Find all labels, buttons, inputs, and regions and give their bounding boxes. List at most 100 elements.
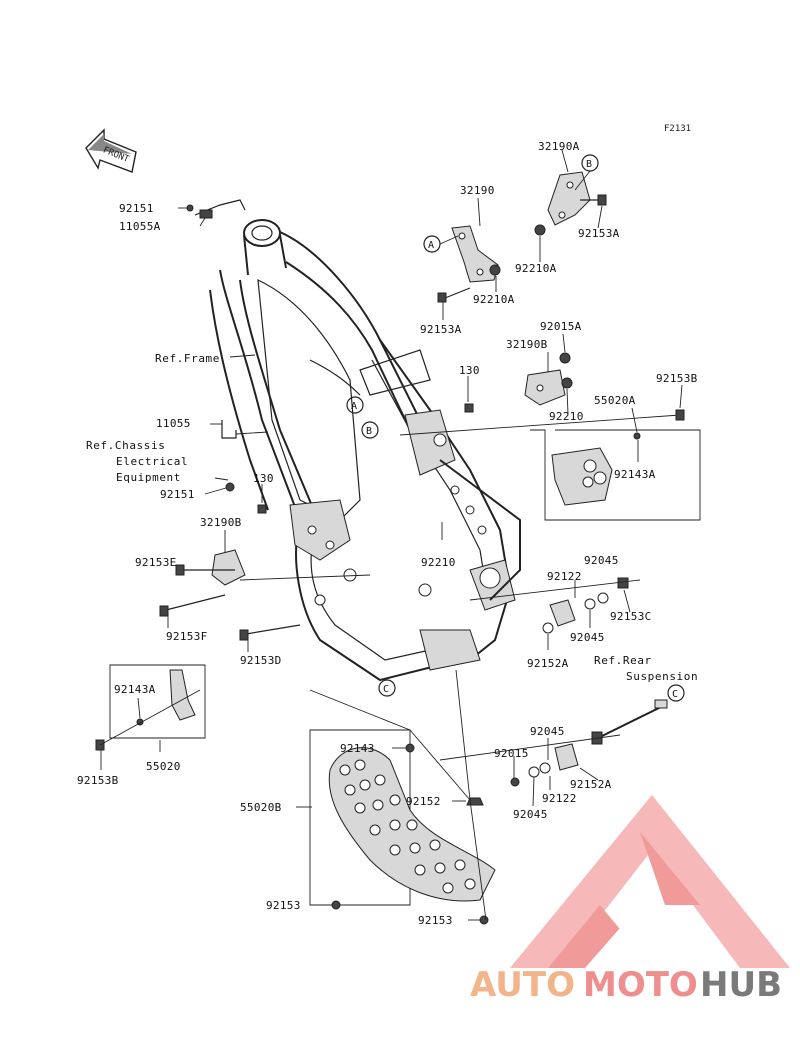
clip-11055a xyxy=(194,199,246,219)
label-92122-upper: 92122 xyxy=(547,570,582,583)
bolt-92153-skid-left xyxy=(331,900,341,910)
frame-drawing xyxy=(209,219,521,682)
callout-b-upper: B xyxy=(574,154,599,191)
label-electrical: Electrical xyxy=(116,455,188,468)
skid-plate-55020b xyxy=(309,729,496,906)
label-92045-lower-bottom: 92045 xyxy=(513,808,548,821)
watermark-logo: AUTO MOTO HUB xyxy=(470,795,790,1005)
bolt-92153f xyxy=(159,594,226,617)
washer-92045-upper-b xyxy=(597,592,609,604)
nut-92015 xyxy=(510,777,520,787)
assembly-line-guard-left xyxy=(99,689,201,746)
nut-92015a xyxy=(559,352,571,364)
washer-92045-lower-a xyxy=(539,762,551,774)
label-32190b-left: 32190B xyxy=(200,516,242,529)
label-92153a-mid: 92153A xyxy=(420,323,462,336)
svg-text:B: B xyxy=(366,426,372,437)
label-92045-upper-top: 92045 xyxy=(584,554,619,567)
guard-55020a xyxy=(530,429,701,521)
assembly-line-skid xyxy=(309,669,487,921)
label-92152a-upper: 92152A xyxy=(527,657,569,670)
label-55020b: 55020B xyxy=(240,801,282,814)
label-11055a: 11055A xyxy=(119,220,161,233)
guard-55020 xyxy=(109,664,206,739)
watermark-moto: MOTO xyxy=(583,965,698,1005)
label-ref-rear: Ref.Rear xyxy=(594,654,652,667)
label-11055: 11055 xyxy=(156,417,191,430)
nut-92210-right xyxy=(561,377,573,389)
bolt-92153e xyxy=(175,564,235,576)
figure-code: F2131 xyxy=(664,124,691,134)
label-92143: 92143 xyxy=(340,742,375,755)
label-equipment: Equipment xyxy=(116,471,181,484)
callout-c-frame: C xyxy=(378,679,396,697)
spacer-92122-upper xyxy=(549,599,576,627)
washer-92143-skid xyxy=(405,743,415,753)
label-92210a-mid: 92210A xyxy=(473,293,515,306)
bolt-92153-skid-right xyxy=(479,915,489,925)
bolt-92153c xyxy=(617,577,629,589)
svg-text:A: A xyxy=(351,401,357,412)
watermark-hub: HUB xyxy=(700,965,782,1005)
bolt-92153d xyxy=(239,624,301,641)
washer-92045-upper-a xyxy=(584,598,596,610)
assembly-line-upper xyxy=(399,414,681,436)
label-92153b-left: 92153B xyxy=(77,774,119,787)
assembly-line-lower xyxy=(439,734,621,761)
bracket-32190a xyxy=(547,171,591,226)
callout-a-upper: A xyxy=(423,235,459,253)
label-92210-mid: 92210 xyxy=(421,556,456,569)
label-92143a-right: 92143A xyxy=(614,468,656,481)
label-92153e: 92153E xyxy=(135,556,177,569)
label-92153d: 92153D xyxy=(240,654,282,667)
label-92152a-lower: 92152A xyxy=(570,778,612,791)
label-ref-frame: Ref.Frame xyxy=(155,352,220,365)
label-130-right: 130 xyxy=(459,364,480,377)
label-92122-lower: 92122 xyxy=(542,792,577,805)
label-55020: 55020 xyxy=(146,760,181,773)
svg-text:B: B xyxy=(586,159,592,170)
label-92045-upper-bottom: 92045 xyxy=(570,631,605,644)
washer-92045-lower-b xyxy=(528,766,540,778)
label-55020a: 55020A xyxy=(594,394,636,407)
bolt-130-left xyxy=(257,504,267,514)
bolt-92153a-top xyxy=(580,194,607,206)
label-92151-left: 92151 xyxy=(160,488,195,501)
bolt-92153a-mid xyxy=(437,287,471,303)
nut-92210a-mid xyxy=(489,264,501,276)
label-92153-right: 92153 xyxy=(418,914,453,927)
label-32190: 32190 xyxy=(460,184,495,197)
label-92153-left: 92153 xyxy=(266,899,301,912)
bracket-32190b-left xyxy=(211,549,246,586)
assembly-line-right xyxy=(469,579,641,601)
clip-11055 xyxy=(221,420,269,439)
label-92153a-top: 92153A xyxy=(578,227,620,240)
spacer-92122-lower xyxy=(554,743,579,771)
leader-lines xyxy=(100,149,683,921)
svg-text:A: A xyxy=(428,240,434,251)
nut-92210a-top xyxy=(534,224,546,236)
washer-92143a-right xyxy=(633,432,641,440)
label-92153b-right: 92153B xyxy=(656,372,698,385)
label-32190a: 32190A xyxy=(538,140,580,153)
front-arrow-icon: FRONT xyxy=(85,128,137,173)
callout-c-suspension: C xyxy=(667,684,685,702)
label-32190b-right: 32190B xyxy=(506,338,548,351)
assembly-line-left xyxy=(239,574,371,581)
bolt-92152-skid xyxy=(466,797,484,806)
watermark-auto: AUTO xyxy=(470,965,575,1005)
bracket-32190b-right xyxy=(524,369,566,406)
label-92045-lower-top: 92045 xyxy=(530,725,565,738)
label-130-left: 130 xyxy=(253,472,274,485)
label-92015: 92015 xyxy=(494,747,529,760)
label-92153c: 92153C xyxy=(610,610,652,623)
label-92152: 92152 xyxy=(406,795,441,808)
label-92153f: 92153F xyxy=(166,630,208,643)
label-92210-right: 92210 xyxy=(549,410,584,423)
label-92143a-left: 92143A xyxy=(114,683,156,696)
washer-92152a-upper xyxy=(542,622,554,634)
bolt-92153b-right xyxy=(675,409,685,421)
part-labels: 92151 11055A 32190 32190A 92153A 92210A … xyxy=(77,140,698,927)
svg-text:C: C xyxy=(383,684,389,695)
